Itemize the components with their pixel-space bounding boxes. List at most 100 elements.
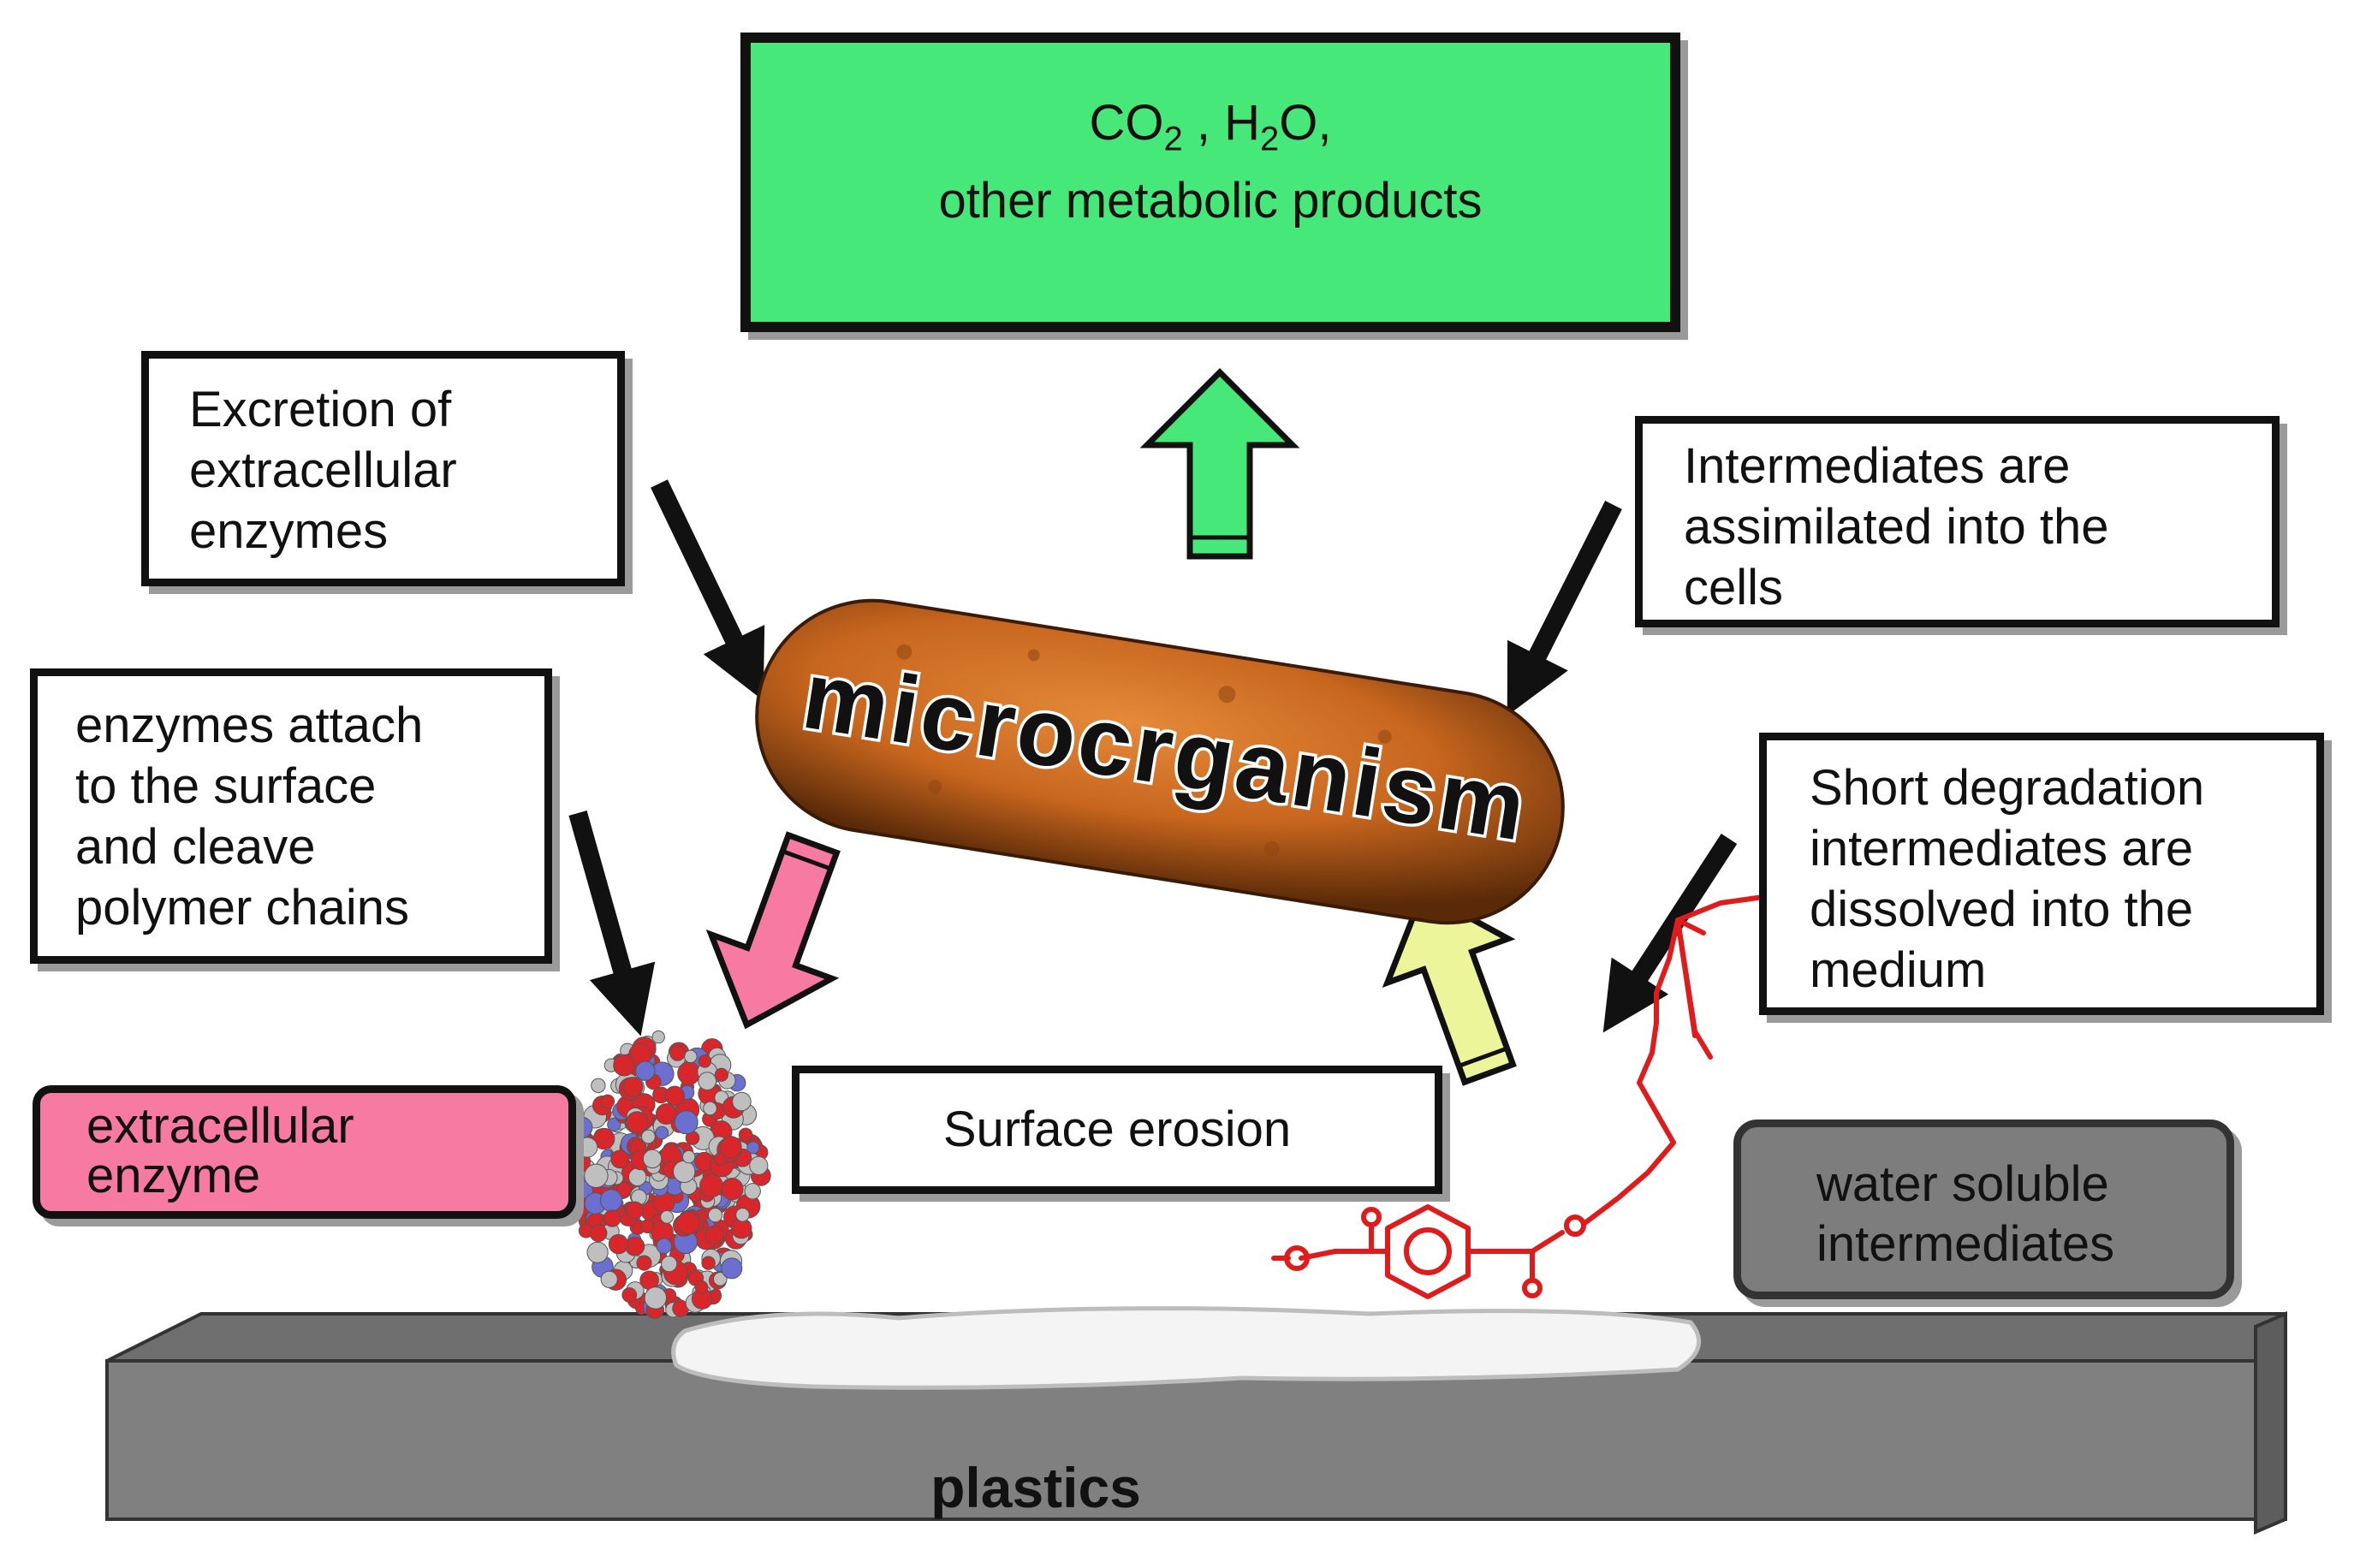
enzyme-atom	[701, 1256, 716, 1270]
enzyme-atom	[721, 1257, 743, 1280]
enzyme-atom	[621, 1287, 638, 1303]
enzyme-atom	[608, 1233, 629, 1255]
enzyme-atom	[641, 1129, 656, 1144]
enzyme-atom	[749, 1155, 769, 1176]
enzyme-label-text: extracellular enzyme	[40, 1093, 568, 1201]
plastics-label: plastics	[930, 1456, 1141, 1519]
microorganism-texture	[835, 644, 1489, 857]
enzyme-label-line: enzyme	[86, 1148, 261, 1203]
enzyme-atom	[625, 1236, 645, 1256]
up-arrow	[1139, 368, 1300, 560]
enzyme-atom	[660, 1210, 674, 1224]
formula-separator: ,	[1182, 95, 1225, 151]
down-arrow	[705, 831, 841, 1030]
co2-subscript: 2	[1163, 120, 1183, 158]
arrow-excretion	[651, 479, 765, 701]
h2o-subscript: 2	[1260, 120, 1280, 158]
enzyme-atom	[589, 1224, 608, 1243]
dissolve-line: intermediates are	[1810, 821, 2194, 876]
enzyme-atom	[698, 1072, 717, 1090]
enzyme-atom	[714, 1067, 729, 1082]
enzyme-atom	[708, 1208, 723, 1223]
arrow-assimilation	[1507, 501, 1622, 716]
enzyme-atom	[600, 1094, 615, 1109]
dissolve-line: dissolved into the	[1810, 882, 2194, 937]
enzyme-atom	[591, 1078, 606, 1094]
enzyme-atom	[746, 1141, 760, 1155]
enzyme-atom	[674, 1110, 699, 1135]
excretion-text: Excretion of extracellular enzymes	[149, 359, 617, 561]
enzyme-atom	[613, 1054, 635, 1077]
attach-box: enzymes attach to the surface and cleave…	[30, 668, 552, 964]
enzyme-atom	[655, 1126, 669, 1140]
enzyme-atom	[735, 1208, 750, 1222]
enzyme-atom	[599, 1189, 623, 1212]
enzyme-atom	[694, 1280, 709, 1294]
attach-line: to the surface	[75, 758, 377, 814]
enzyme-atom	[673, 1160, 696, 1184]
intermediates-label-line: intermediates	[1816, 1216, 2115, 1272]
enzyme-atom	[698, 1054, 712, 1068]
erosion-label: Surface erosion	[792, 1066, 1442, 1194]
dissolve-line: Short degradation	[1810, 760, 2205, 816]
enzyme-atom	[626, 1111, 649, 1134]
enzyme-atom	[732, 1091, 752, 1112]
enzyme-atom	[721, 1178, 744, 1201]
enzyme-atom	[610, 1149, 630, 1169]
products-line-2: other metabolic products	[938, 172, 1483, 229]
enzyme-atom	[636, 1255, 652, 1271]
enzyme-atom	[651, 1030, 665, 1044]
excretion-line: extracellular	[189, 442, 457, 498]
microorganism-body	[755, 598, 1565, 925]
enzyme-atom	[661, 1256, 678, 1273]
intermediates-label: water soluble intermediates	[1733, 1120, 2234, 1299]
excretion-box: Excretion of extracellular enzymes	[141, 351, 625, 586]
enzyme-atom	[713, 1272, 728, 1286]
products-box: CO2 , H2O, other metabolic products	[740, 33, 1680, 332]
enzyme-atom	[669, 1044, 686, 1061]
enzyme-atom	[603, 1209, 621, 1227]
enzyme-atom	[600, 1270, 618, 1288]
enzyme-atom	[584, 1163, 609, 1189]
enzyme-atom	[703, 1101, 717, 1116]
assimilation-line: assimilated into the	[1684, 499, 2109, 555]
attach-text: enzymes attach to the surface and cleave…	[38, 676, 544, 938]
enzyme-atom	[656, 1238, 673, 1254]
enzyme-atom	[586, 1241, 609, 1263]
enzyme-atom	[644, 1286, 667, 1310]
assimilation-box: Intermediates are assimilated into the c…	[1635, 416, 2280, 627]
enzyme-atom	[744, 1183, 761, 1200]
enzyme-atom	[738, 1127, 753, 1143]
enzyme-atom	[622, 1077, 644, 1097]
enzyme-atom	[704, 1225, 724, 1244]
enzyme-molecule	[563, 1030, 771, 1319]
products-text: CO2 , H2O, other metabolic products	[751, 92, 1670, 231]
enzyme-atom	[615, 1182, 633, 1198]
h2o-tail: O,	[1279, 95, 1332, 151]
enzyme-atom	[607, 1117, 621, 1131]
enzyme-atom	[682, 1149, 696, 1164]
enzyme-atom	[627, 1167, 647, 1186]
enzyme-label: extracellular enzyme	[33, 1085, 576, 1219]
dissolve-box: Short degradation intermediates are diss…	[1759, 733, 2324, 1015]
plastics-slab	[105, 1306, 2287, 1535]
co2-base: CO	[1089, 95, 1164, 151]
intermediate-molecule	[1271, 886, 1796, 1299]
assimilation-text: Intermediates are assimilated into the c…	[1643, 424, 2272, 618]
enzyme-atom	[684, 1049, 698, 1064]
assimilation-line: cells	[1684, 560, 1784, 615]
dissolve-text: Short degradation intermediates are diss…	[1767, 740, 2316, 1001]
enzyme-atom	[592, 1127, 615, 1150]
enzyme-atom	[719, 1136, 742, 1159]
slab-front	[105, 1359, 2287, 1521]
enzyme-atom	[699, 1173, 723, 1198]
intermediates-label-text: water soluble intermediates	[1741, 1127, 2226, 1274]
enzyme-atom	[677, 1061, 701, 1085]
enzyme-atom	[676, 1211, 700, 1235]
arrow-dissolve	[1602, 834, 1738, 1033]
enzyme-atom	[626, 1201, 644, 1220]
h2o-base: H	[1224, 95, 1260, 151]
slab-side	[2254, 1310, 2287, 1535]
